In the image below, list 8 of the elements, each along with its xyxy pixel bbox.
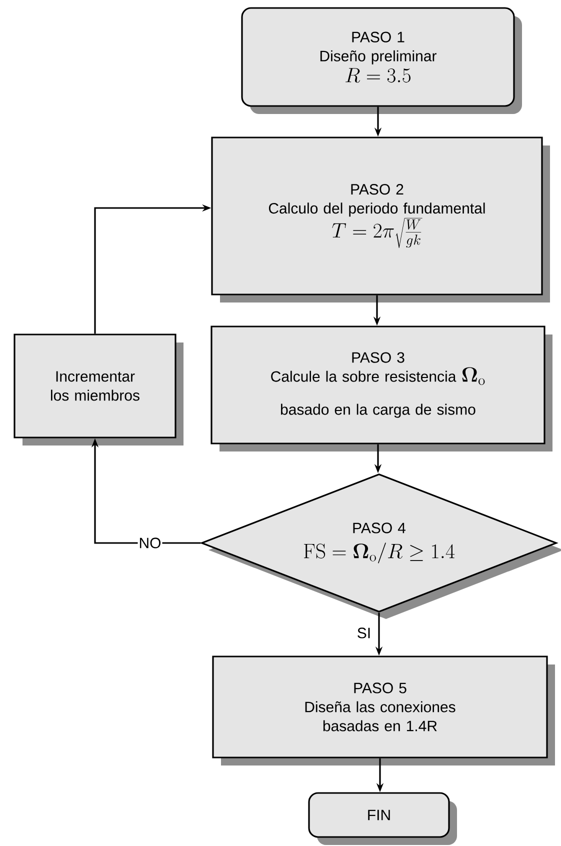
process-box: PASO 3 Calcule la sobre resistencia $\mathbf{\Omega}_{\mathrm{o}}$ basado en la carga de sismo: [210, 326, 552, 452]
terminal-box: FIN: [308, 792, 457, 845]
edge-label: SI: [356, 626, 372, 640]
process-box: PASO 5 Diseña las conexiones basadas en 1.4R: [212, 656, 555, 766]
edge-label: NO: [138, 536, 162, 550]
process-box: PASO 2 Calculo del periodo fundamental $T = 2\pi\sqrt{\frac{W}{gk}}$: [211, 136, 550, 302]
terminal-box: PASO 1 Diseño preliminar $R = 3.5$: [241, 7, 522, 114]
process-box: Incrementar los miembros: [14, 334, 184, 446]
